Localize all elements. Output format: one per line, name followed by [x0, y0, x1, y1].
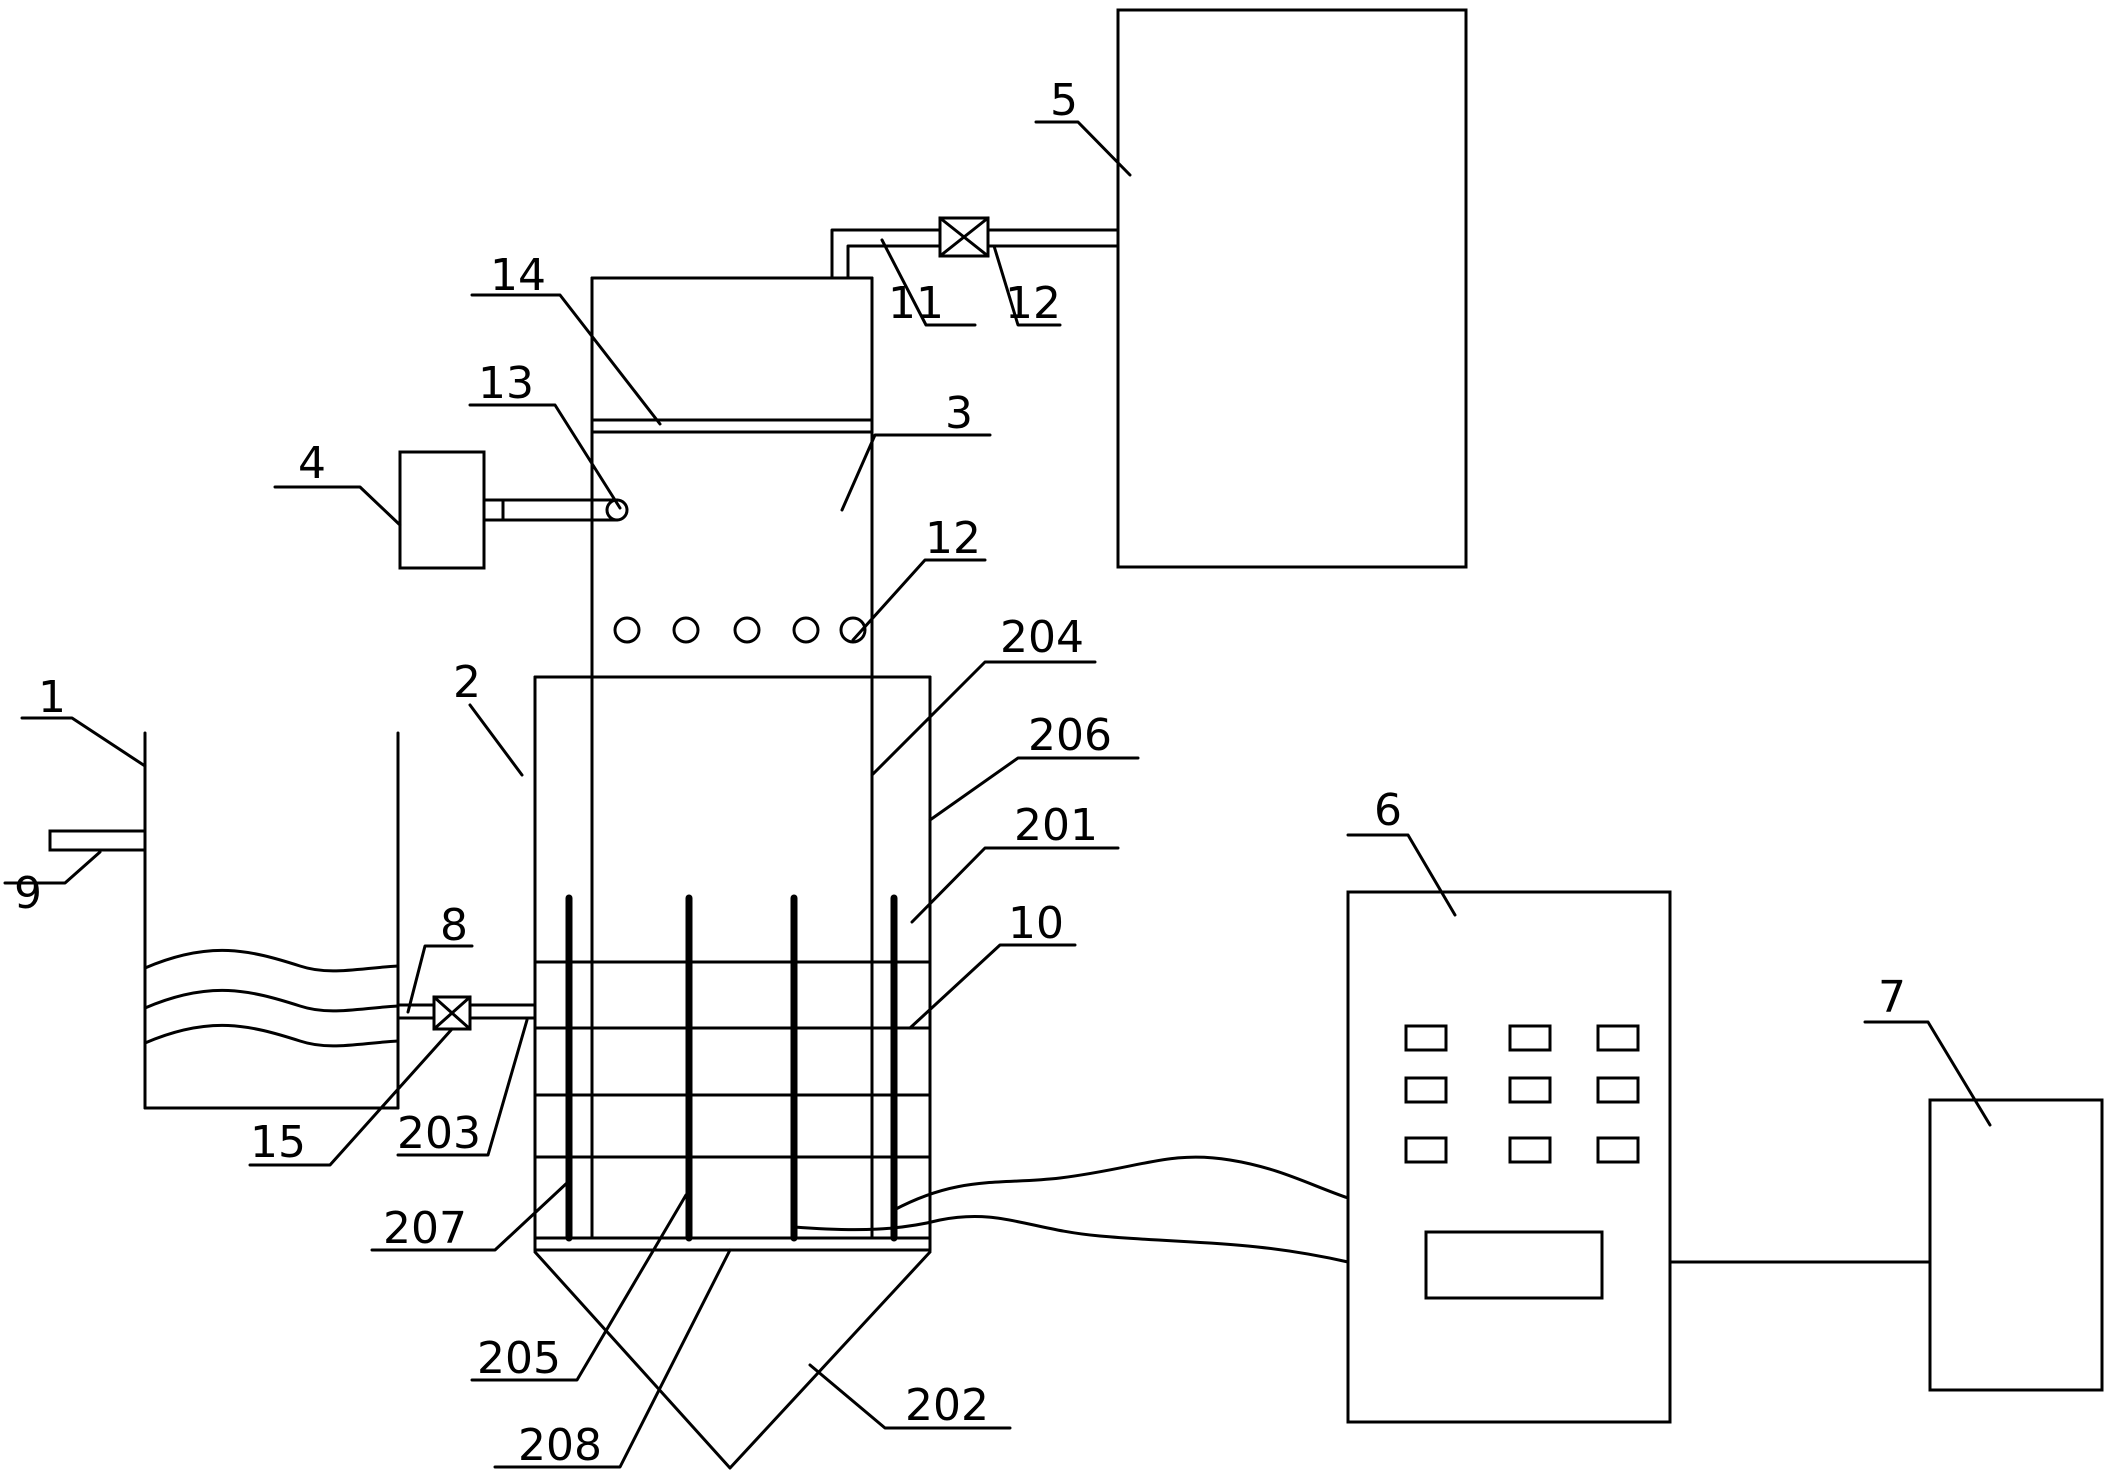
label-4: 4: [298, 438, 326, 489]
label-3: 3: [945, 388, 973, 439]
component-4-blower: [398, 450, 486, 570]
component-14-plate: [590, 418, 874, 434]
component-3-column: [590, 276, 874, 1240]
label-205: 205: [477, 1333, 561, 1384]
label-202: 202: [905, 1380, 989, 1431]
pipe-11: [830, 228, 1120, 280]
component-9-inlet: [48, 829, 147, 852]
component-6-controller: [1346, 890, 1672, 1424]
label-14: 14: [490, 250, 546, 301]
label-10: 10: [1008, 898, 1064, 949]
label-204: 204: [1000, 612, 1084, 663]
power-cables: [792, 1155, 1350, 1264]
label-2: 2: [453, 657, 481, 708]
label-208: 208: [518, 1420, 602, 1471]
component-5-tank: [1116, 8, 1468, 569]
label-11: 11: [888, 278, 944, 329]
valve-12-top: [938, 216, 990, 258]
component-1-tank: [143, 731, 400, 1110]
component-202-cone: [533, 1250, 932, 1470]
label-207: 207: [383, 1203, 467, 1254]
component-7-box: [1928, 1098, 2104, 1392]
label-203: 203: [397, 1108, 481, 1159]
electrodes: [565, 894, 898, 1242]
valve-15: [432, 995, 472, 1031]
label-201: 201: [1014, 800, 1098, 851]
label-1: 1: [38, 672, 66, 723]
label-12-top: 12: [1005, 278, 1061, 329]
component-12-aerator-holes: [613, 616, 867, 644]
label-9: 9: [14, 868, 42, 919]
label-6: 6: [1374, 785, 1402, 836]
label-13: 13: [478, 358, 534, 409]
label-15: 15: [250, 1117, 306, 1168]
leader-lines: [3, 120, 1992, 1469]
component-10-grid: [533, 960, 932, 1159]
label-12-mid: 12: [925, 513, 981, 564]
label-5: 5: [1050, 75, 1078, 126]
pipe-8: [396, 1003, 537, 1020]
label-8: 8: [440, 900, 468, 951]
label-206: 206: [1028, 710, 1112, 761]
pipe-13: [482, 498, 629, 522]
label-7: 7: [1878, 972, 1906, 1023]
